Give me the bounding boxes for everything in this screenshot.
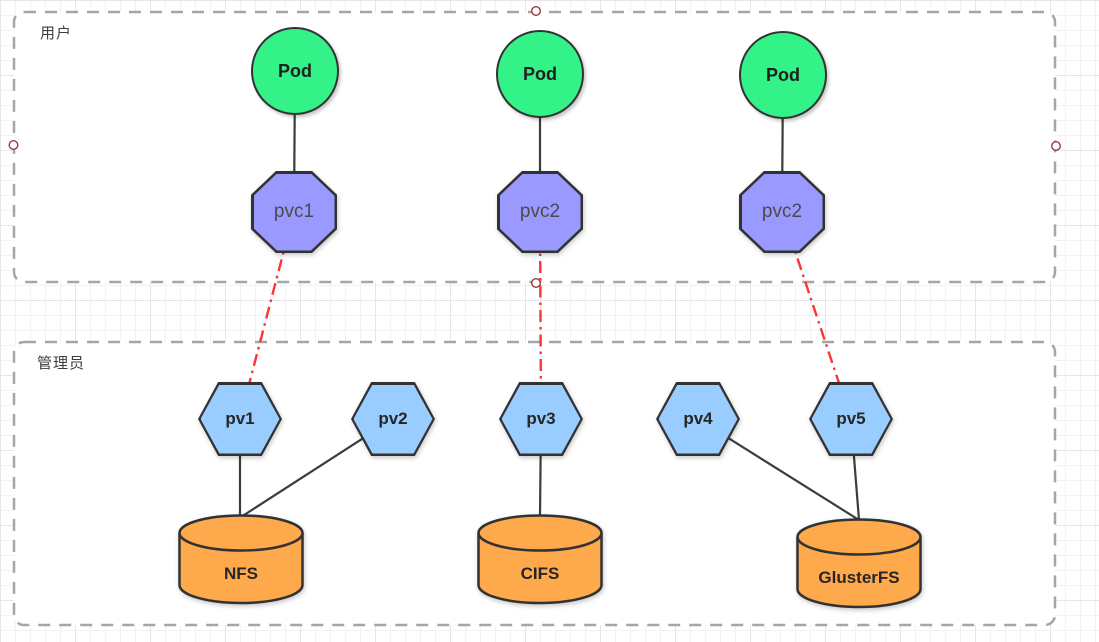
node-pod-3[interactable]: Pod [739, 31, 827, 119]
node-pvc2[interactable]: pvc2 [497, 171, 583, 253]
pv1-label: pv1 [225, 409, 255, 428]
node-pv2[interactable]: pv2 [351, 382, 435, 456]
pvc2-label: pvc2 [519, 201, 561, 222]
pv4-label: pv4 [683, 409, 713, 428]
connection-point-bottom[interactable] [531, 278, 542, 289]
pvc1-shape: pvc1 [251, 171, 337, 253]
connection-point-right[interactable] [1050, 140, 1061, 151]
node-pv4[interactable]: pv4 [656, 382, 740, 456]
pod-2-label: Pod [523, 63, 557, 84]
connection-point-left[interactable] [8, 139, 19, 150]
storage-nfs-label: NFS [224, 564, 258, 583]
node-pod-1[interactable]: Pod [251, 27, 339, 115]
pv3-shape: pv3 [499, 382, 583, 456]
pvc1-label: pvc1 [273, 201, 315, 222]
node-pod-2[interactable]: Pod [496, 30, 584, 118]
connection-point-top[interactable] [531, 5, 542, 17]
node-storage-glusterfs[interactable]: GlusterFS [796, 518, 922, 609]
pv3-label: pv3 [526, 409, 556, 428]
cylinder-shape-glusterfs [796, 518, 922, 609]
storage-glusterfs-label: GlusterFS [818, 568, 900, 587]
pv2-label: pv2 [378, 409, 408, 428]
pv2-shape: pv2 [351, 382, 435, 456]
pod-3-label: Pod [766, 64, 800, 85]
pvc2b-label: pvc2 [761, 201, 803, 222]
node-pv5[interactable]: pv5 [809, 382, 893, 456]
pv1-shape: pv1 [198, 382, 282, 456]
storage-cifs-label: CIFS [520, 564, 560, 583]
section-label-admin: 管理员 [37, 355, 86, 372]
pv5-shape: pv5 [809, 382, 893, 456]
node-pv3[interactable]: pv3 [499, 382, 583, 456]
node-pvc2b[interactable]: pvc2 [739, 171, 825, 253]
cylinder-shape-nfs [178, 514, 304, 605]
node-storage-cifs[interactable]: CIFS [477, 514, 603, 605]
pv5-label: pv5 [836, 409, 866, 428]
cylinder-shape-cifs [477, 514, 603, 605]
node-storage-nfs[interactable]: NFS [178, 514, 304, 605]
section-label-user: 用户 [40, 25, 73, 42]
node-pvc1[interactable]: pvc1 [251, 171, 337, 253]
pvc2-shape: pvc2 [497, 171, 583, 253]
pod-1-label: Pod [278, 60, 312, 81]
pv4-shape: pv4 [656, 382, 740, 456]
node-pv1[interactable]: pv1 [198, 382, 282, 456]
pvc2b-shape: pvc2 [739, 171, 825, 253]
